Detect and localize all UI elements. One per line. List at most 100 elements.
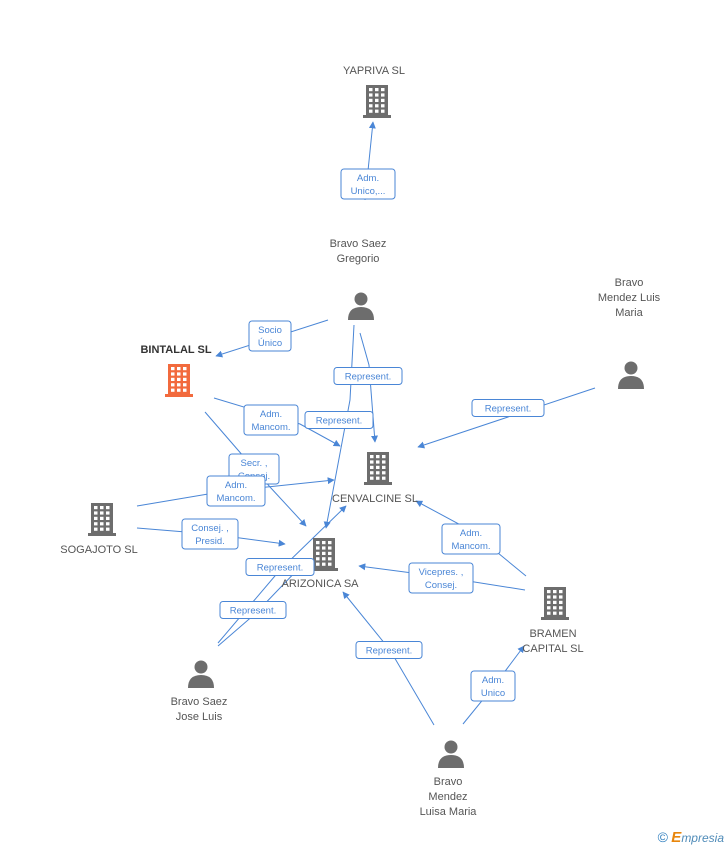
edge-label: Represent. xyxy=(245,558,315,576)
edge-line xyxy=(323,324,355,529)
edge-label-text: Represent. xyxy=(345,372,391,383)
edge-label-box xyxy=(245,558,315,576)
edge-label-text: Secr. , xyxy=(241,458,268,469)
node-cenvalcine[interactable]: CENVALCINE SL xyxy=(332,452,418,505)
building-icon xyxy=(88,503,116,536)
edge-label-text: Adm. xyxy=(357,173,379,184)
node-label: Maria xyxy=(615,307,643,319)
edge-label: Consej. ,Presid. xyxy=(181,518,239,550)
node-label: Mendez xyxy=(428,791,467,803)
edge-label-text: Represent. xyxy=(316,416,362,427)
node-label: Bravo Saez xyxy=(171,696,228,708)
edge-label-text: Unico xyxy=(481,688,505,699)
edge-label-text: Adm. xyxy=(482,675,504,686)
edge-label-text: Mancom. xyxy=(251,422,290,433)
person-icon xyxy=(438,740,464,768)
edge-label-box xyxy=(333,367,403,385)
node-bintalal[interactable]: BINTALAL SL xyxy=(140,344,212,397)
building-icon xyxy=(541,587,569,620)
node-label: Bravo xyxy=(615,277,644,289)
edge-label-text: Mancom. xyxy=(216,493,255,504)
relation-edge xyxy=(213,397,341,447)
edge-label: Represent. xyxy=(333,367,403,385)
node-label: SOGAJOTO SL xyxy=(60,544,137,556)
edge-label-text: Vicepres. , xyxy=(419,567,464,578)
node-label: Mendez Luis xyxy=(598,292,661,304)
edge-line xyxy=(417,387,596,449)
building-icon xyxy=(364,452,392,485)
node-sogajoto[interactable]: SOGAJOTO SL xyxy=(60,503,138,556)
edge-label-text: Único xyxy=(258,338,282,349)
edge-line xyxy=(213,397,341,447)
node-label: ARIZONICA SA xyxy=(281,578,359,590)
building-icon xyxy=(363,85,391,118)
node-yapriva[interactable]: YAPRIVA SL xyxy=(343,65,405,118)
edge-label: Vicepres. , Consej. xyxy=(408,562,474,594)
edge-label-text: Adm. xyxy=(225,480,247,491)
edge-label-text: Unico,... xyxy=(351,186,386,197)
edge-label-text: Adm. xyxy=(260,409,282,420)
node-label: CENVALCINE SL xyxy=(332,493,418,505)
edge-label: Adm. Mancom. xyxy=(441,523,501,555)
building-icon xyxy=(165,364,193,397)
edge-label-box xyxy=(471,399,545,417)
node-label: BRAMEN xyxy=(529,628,576,640)
edge-label-box xyxy=(355,641,423,659)
edge-label-box xyxy=(470,670,516,702)
relation-edge xyxy=(417,387,596,449)
node-label: Bravo xyxy=(434,776,463,788)
edge-label-box xyxy=(248,320,292,352)
edge-label-text: Represent. xyxy=(257,563,303,574)
edge-label-text: Mancom. xyxy=(451,541,490,552)
node-arizonica[interactable]: ARIZONICA SA xyxy=(281,538,359,590)
edge-label: Adm. Mancom. xyxy=(206,475,266,507)
brand-initial: E xyxy=(671,829,682,846)
edge-label: Adm. Mancom. xyxy=(243,404,299,436)
edge-label: Adm. Unico,... xyxy=(340,168,396,200)
edge-label-box xyxy=(441,523,501,555)
edge-label-text: Adm. xyxy=(460,528,482,539)
edge-label-text: Consej. xyxy=(425,580,457,591)
edge-label-box xyxy=(181,518,239,550)
person-icon xyxy=(348,292,374,320)
brand-name: mpresia xyxy=(681,831,724,845)
person-icon xyxy=(618,361,644,389)
edge-label: Represent. xyxy=(355,641,423,659)
node-label: YAPRIVA SL xyxy=(343,65,405,77)
edge-label-text: Consej. , xyxy=(191,523,229,534)
edge-label-text: Socio xyxy=(258,325,282,336)
building-icon xyxy=(310,538,338,571)
node-label: CAPITAL SL xyxy=(522,643,583,655)
edge-label: Represent. xyxy=(219,601,287,619)
edge-label-box xyxy=(408,562,474,594)
edge-label-text: Represent. xyxy=(366,646,412,657)
relation-edge xyxy=(323,324,355,529)
watermark: © Empresia xyxy=(658,829,724,846)
edge-label-box xyxy=(206,475,266,507)
edge-label: Represent. xyxy=(304,411,374,429)
node-label: BINTALAL SL xyxy=(140,344,211,356)
edge-label-box xyxy=(219,601,287,619)
edge-label-box xyxy=(304,411,374,429)
node-label: Jose Luis xyxy=(176,711,223,723)
edge-label: Represent. xyxy=(471,399,545,417)
person-icon xyxy=(188,660,214,688)
node-bramen[interactable]: BRAMEN CAPITAL SL xyxy=(522,587,584,655)
node-label: Luisa Maria xyxy=(420,806,478,818)
node-label: Gregorio xyxy=(337,253,380,265)
edge-label-text: Represent. xyxy=(230,606,276,617)
edge-label-box xyxy=(340,168,396,200)
edge-label-text: Represent. xyxy=(485,404,531,415)
node-label: Bravo Saez xyxy=(330,238,387,250)
edge-label-box xyxy=(243,404,299,436)
edge-label: Adm. Unico xyxy=(470,670,516,702)
copyright-symbol: © xyxy=(657,829,668,845)
